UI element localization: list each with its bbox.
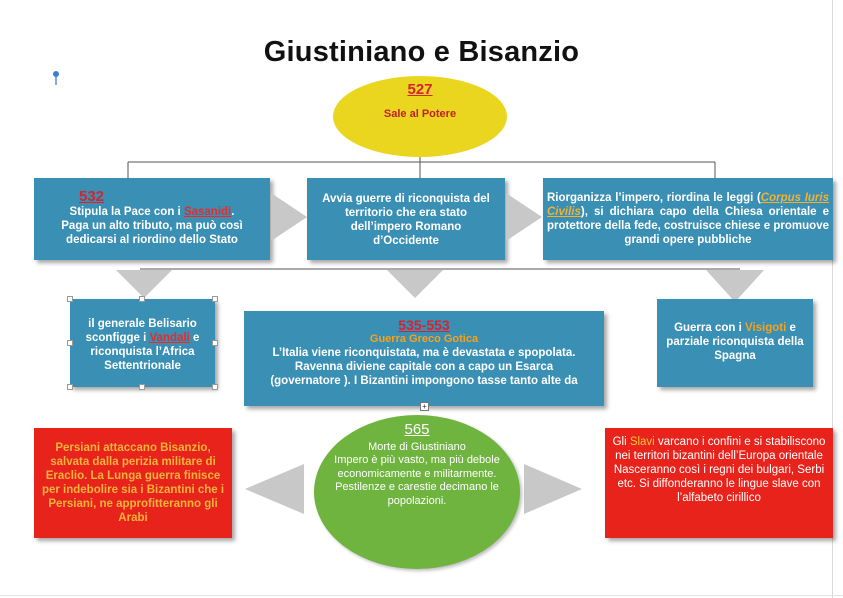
box-535-year: 535-553 (398, 317, 450, 333)
arrow-right-2 (506, 193, 542, 241)
node-565[interactable]: 565 Morte di Giustiniano Impero è più va… (314, 415, 520, 569)
selection-handle[interactable] (212, 296, 218, 302)
morte-line1: Morte di Giustiniano (368, 440, 466, 453)
node-565-year: 565 (404, 421, 430, 438)
morte-line3: economicamente e militarmente. (337, 467, 497, 480)
arrow-left (245, 464, 304, 514)
arrow-down-2 (387, 270, 443, 298)
morte-line2: Impero è più vasto, ma più debole (334, 454, 500, 466)
belisario-line3: riconquista l’Africa (90, 346, 195, 358)
box-532-year: 532 (79, 188, 105, 205)
expand-text-icon[interactable]: + (420, 402, 429, 411)
cursor-pin-icon (53, 71, 59, 85)
box-persiani[interactable]: Persiani attaccano Bisanzio, salvata dal… (34, 428, 232, 538)
box-guerre-riconquista[interactable]: Avvia guerre di riconquista del territor… (307, 178, 505, 260)
morte-line5: popolazioni. (387, 494, 447, 507)
box-535-553-guerra-greco-gotica[interactable]: 535-553 Guerra Greco Gotica L’Italia vie… (244, 311, 604, 406)
arrow-down-1 (116, 270, 172, 298)
page-title: Giustiniano e Bisanzio (263, 36, 580, 68)
selection-handle[interactable] (67, 296, 73, 302)
page-edge-right (832, 0, 833, 598)
box-532-line3: dedicarsi al riordino dello Stato (66, 234, 238, 246)
riconquista-line3: dell’impero Romano (350, 221, 462, 233)
belisario-line1: il generale Belisario (88, 318, 197, 330)
selection-handle[interactable] (67, 340, 73, 346)
selection-handle[interactable] (67, 384, 73, 390)
visigoti-link: Visigoti (745, 322, 787, 334)
box-532-line1: Stipula la Pace con i Sasanidi. (69, 206, 235, 218)
corpus-iuris-civilis: Corpus Iuris Civilis (547, 192, 829, 218)
selection-handle[interactable] (212, 340, 218, 346)
belisario-line4: Settentrionale (104, 360, 181, 372)
greco-gotica-line2: Ravenna diviene capitale con a capo un E… (294, 361, 554, 373)
belisario-line2: sconfigge i Vandali e (85, 332, 200, 344)
slavi-link: Slavi (629, 436, 655, 448)
visigoti-line3: Spagna (714, 350, 756, 362)
greco-gotica-line3: (governatore ). I Bizantini impongono ta… (270, 375, 578, 387)
riconquista-line1: Avvia guerre di riconquista del (322, 193, 490, 205)
greco-gotica-line1: L’Italia viene riconquistata, ma è devas… (272, 347, 576, 359)
morte-line4: Pestilenze e carestie decimano le (335, 481, 499, 493)
selection-handle[interactable] (139, 296, 145, 302)
riconquista-line2: territorio che era stato (344, 207, 468, 219)
visigoti-line1: Guerra con i Visigoti e (674, 322, 796, 334)
box-belisario-vandali[interactable]: il generale Belisario sconfigge i Vandal… (70, 299, 215, 387)
arrow-right-3 (524, 464, 582, 514)
box-532-line2: Paga un alto tributo, ma può così (61, 220, 243, 232)
visigoti-line2: parziale riconquista della (666, 336, 804, 348)
node-527[interactable]: 527 Sale al Potere (333, 76, 507, 157)
box-slavi[interactable]: Gli Slavi varcano i confini e si stabili… (605, 428, 833, 538)
page-edge-bottom (0, 595, 843, 596)
arrow-down-3 (706, 270, 764, 302)
guerra-greco-gotica-label: Guerra Greco Gotica (369, 333, 479, 345)
box-visigoti[interactable]: Guerra con i Visigoti e parziale riconqu… (657, 299, 813, 387)
selection-handle[interactable] (139, 384, 145, 390)
node-527-text: Sale al Potere (383, 108, 457, 120)
sasanidi-link: Sasanidi (183, 206, 232, 218)
box-532-pace-sasanidi[interactable]: 532 Stipula la Pace con i Sasanidi. Paga… (34, 178, 270, 260)
box-riorganizza-impero[interactable]: Riorganizza l’impero, riordina le leggi … (543, 178, 833, 260)
vandali-link: Vandali (149, 332, 190, 344)
persiani-text: Persiani attaccano Bisanzio, salvata dal… (41, 442, 225, 524)
selection-handle[interactable] (212, 384, 218, 390)
node-527-year: 527 (407, 81, 433, 98)
arrow-right-1 (271, 193, 307, 241)
riconquista-line4: d’Occidente (373, 235, 439, 247)
